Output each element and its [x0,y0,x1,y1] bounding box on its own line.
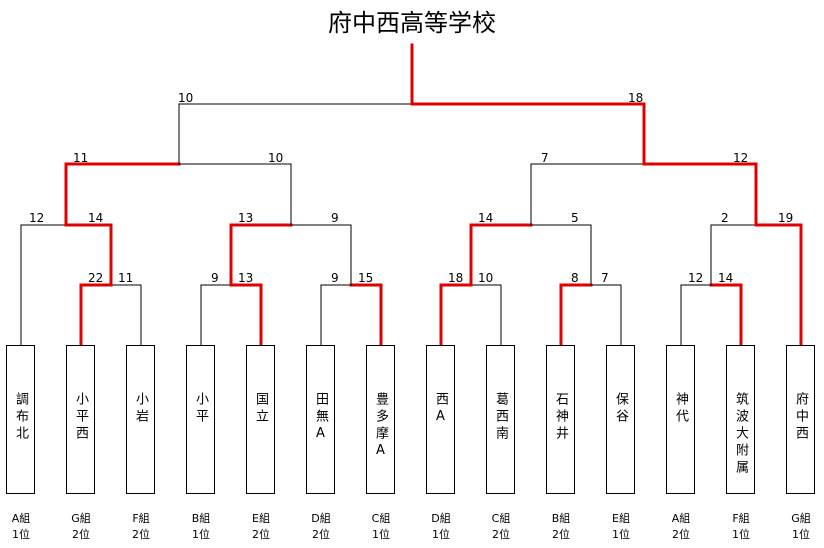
score-r2d-right: 19 [778,211,794,225]
group-label: F組 [732,512,750,525]
team-box: 筑波大附属 [726,345,755,494]
team-box: 石神井 [546,345,575,494]
rank-label: 1位 [192,528,210,541]
score-r2c-left: 14 [478,211,494,225]
team-name: 筑波大附属 [733,392,748,477]
team-name: 豊多摩A [373,392,388,462]
rank-label: 1位 [432,528,450,541]
score-r1a-right: 11 [118,271,134,285]
group-label: E組 [252,512,270,525]
score-r1f-left: 12 [688,271,704,285]
team-name: 神代 [673,392,688,426]
group-label: A組 [671,512,691,525]
score-r3b-left: 7 [541,151,549,165]
team-box: 保谷 [606,345,635,494]
rank-label: 1位 [612,528,630,541]
score-r1a-left: 22 [88,271,104,285]
team-name: 府中西 [793,392,808,443]
team-name: 小平 [193,392,208,426]
score-r1b-right: 13 [238,271,254,285]
team-box: 葛西南 [486,345,515,494]
rank-label: 1位 [12,528,30,541]
rank-label: 1位 [372,528,390,541]
team-name: 葛西南 [493,392,508,443]
team-name: 国立 [253,392,268,426]
group-label: B組 [191,512,211,525]
score-r2b-right: 9 [331,211,339,225]
group-label: D組 [431,512,451,525]
group-label: C組 [371,512,391,525]
score-final-left: 10 [178,91,194,105]
group-label: F組 [132,512,150,525]
score-final-right: 18 [628,91,644,105]
group-label: A組 [11,512,31,525]
score-r2a-right: 14 [88,211,104,225]
team-box: 小平西 [66,345,95,494]
team-name: 調布北 [13,392,28,443]
rank-label: 2位 [132,528,150,541]
team-box: 小平 [186,345,215,494]
score-r2d-left: 2 [721,211,729,225]
score-r1e-right: 7 [601,271,609,285]
score-r2c-right: 5 [571,211,579,225]
score-r1b-left: 9 [211,271,219,285]
team-name: 小平西 [73,392,88,443]
score-r1c-left: 9 [331,271,339,285]
score-r3b-right: 12 [733,151,749,165]
group-label: G組 [791,512,811,525]
team-box: 田無A [306,345,335,494]
score-r2a-left: 12 [29,211,45,225]
team-box: 調布北 [6,345,35,494]
team-box: 神代 [666,345,695,494]
team-name: 石神井 [553,392,568,443]
rank-label: 2位 [552,528,570,541]
team-name: 小岩 [133,392,148,426]
team-name: 田無A [313,392,328,445]
rank-label: 2位 [72,528,90,541]
score-r3a-left: 11 [73,151,89,165]
score-r3a-right: 10 [268,151,284,165]
rank-label: 1位 [792,528,810,541]
team-box: 豊多摩A [366,345,395,494]
team-name: 西A [433,392,448,428]
group-label: B組 [551,512,571,525]
rank-label: 2位 [492,528,510,541]
group-label: G組 [71,512,91,525]
team-box: 西A [426,345,455,494]
rank-label: 2位 [252,528,270,541]
rank-label: 2位 [672,528,690,541]
score-r1e-left: 8 [571,271,579,285]
group-label: D組 [311,512,331,525]
score-r2b-left: 13 [238,211,254,225]
score-r1d-right: 10 [478,271,494,285]
team-box: 小岩 [126,345,155,494]
group-label: C組 [491,512,511,525]
group-label: E組 [612,512,630,525]
score-r1c-right: 15 [358,271,374,285]
score-r1d-left: 18 [448,271,464,285]
rank-label: 2位 [312,528,330,541]
team-box: 国立 [246,345,275,494]
tournament-winner-title: 府中西高等学校 [328,9,496,37]
team-box: 府中西 [786,345,815,494]
score-r1f-right: 14 [718,271,734,285]
team-name: 保谷 [613,392,628,426]
rank-label: 1位 [732,528,750,541]
